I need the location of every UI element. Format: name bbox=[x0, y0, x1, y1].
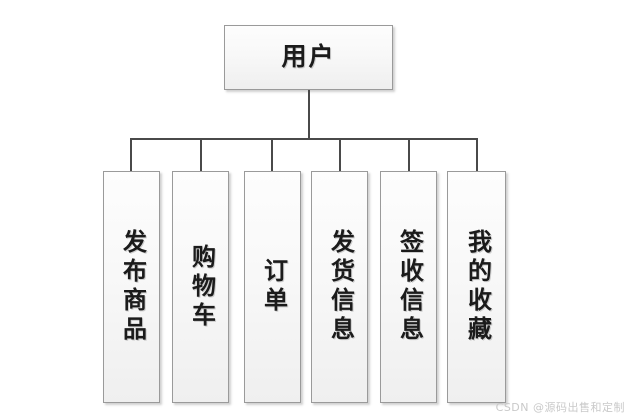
node-root[interactable]: 用户 bbox=[224, 25, 393, 90]
node-child-3-label: 发货信息 bbox=[326, 229, 353, 345]
node-child-my-favorites[interactable]: 我的收藏 bbox=[447, 171, 506, 403]
connector-drop-1 bbox=[200, 138, 202, 172]
node-child-4-label: 签收信息 bbox=[395, 229, 422, 345]
node-child-1-label: 购物车 bbox=[187, 243, 214, 331]
node-child-shopping-cart[interactable]: 购物车 bbox=[172, 171, 229, 403]
connector-drop-3 bbox=[339, 138, 341, 172]
node-child-publish-product[interactable]: 发布商品 bbox=[103, 171, 160, 403]
connector-drop-0 bbox=[130, 138, 132, 172]
connector-stem bbox=[308, 90, 310, 140]
connector-drop-5 bbox=[476, 138, 478, 172]
node-child-5-label: 我的收藏 bbox=[463, 229, 490, 345]
node-child-2-label: 订单 bbox=[259, 258, 286, 316]
node-child-shipping-info[interactable]: 发货信息 bbox=[311, 171, 368, 403]
node-child-0-label: 发布商品 bbox=[118, 229, 145, 345]
connector-bus bbox=[131, 138, 478, 140]
node-child-receipt-info[interactable]: 签收信息 bbox=[380, 171, 437, 403]
connector-drop-2 bbox=[271, 138, 273, 172]
node-root-label: 用户 bbox=[281, 44, 336, 71]
connector-drop-4 bbox=[408, 138, 410, 172]
watermark-text: CSDN @源码出售和定制 bbox=[495, 401, 625, 414]
node-child-order[interactable]: 订单 bbox=[244, 171, 301, 403]
